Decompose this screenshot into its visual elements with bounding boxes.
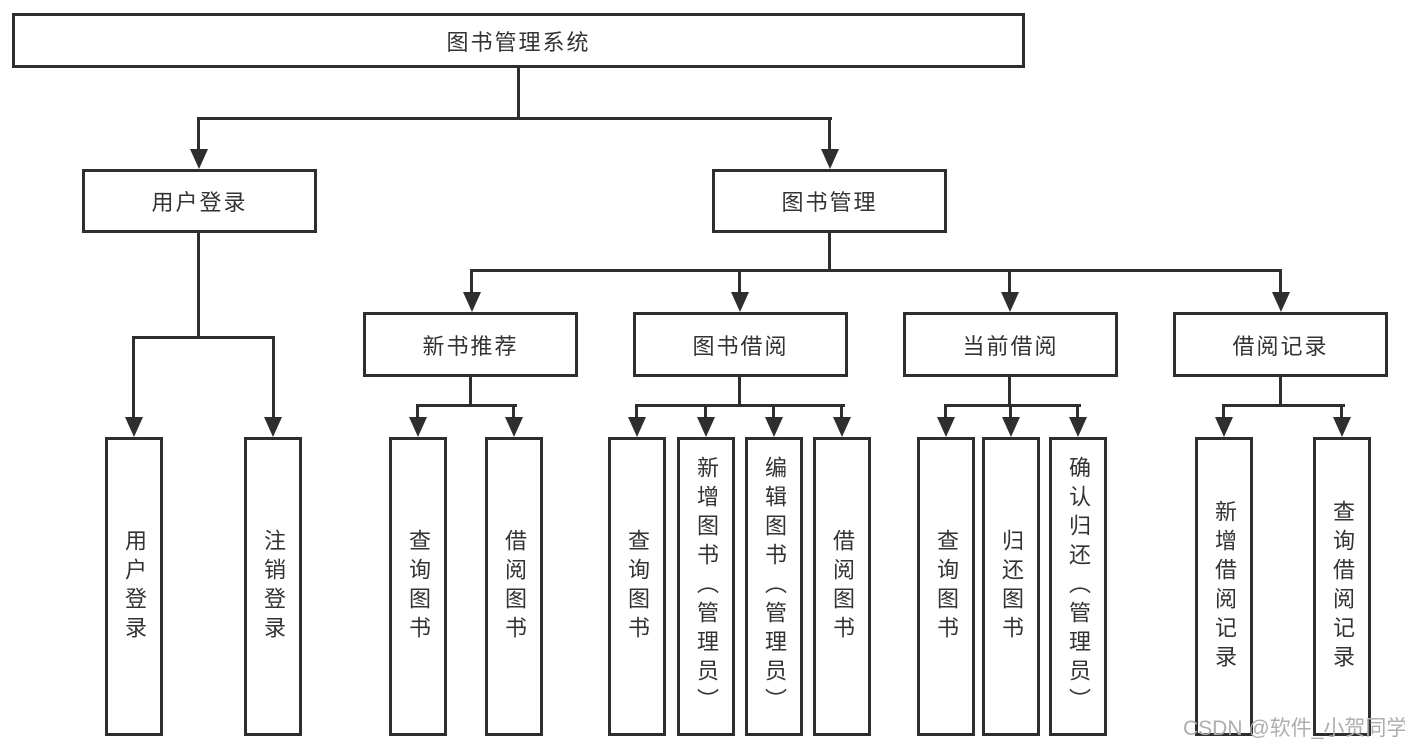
leaf-borrowing-borrow-books: 借阅图书 bbox=[813, 437, 871, 736]
connector-user-login-vline bbox=[197, 233, 200, 339]
arrow-down-icon bbox=[190, 149, 208, 169]
arrow-down-icon bbox=[1272, 292, 1290, 312]
connector-recommend-hline bbox=[416, 404, 517, 407]
connector-borrowing-vline bbox=[738, 377, 741, 407]
connector-book-mgmt-hline bbox=[470, 269, 1282, 272]
arrow-down-icon bbox=[505, 417, 523, 437]
connector-borrowing-hline bbox=[635, 404, 845, 407]
connector-records-stub-1 bbox=[1222, 404, 1225, 419]
leaf-borrowing-query-books: 查询图书 bbox=[608, 437, 666, 736]
leaf-current-query-books: 查询图书 bbox=[917, 437, 975, 736]
arrow-down-icon bbox=[125, 417, 143, 437]
csdn-watermark: CSDN @软件_小贺同学 bbox=[1183, 717, 1405, 740]
node-book-management: 图书管理 bbox=[712, 169, 947, 233]
connector-current-stub-3 bbox=[1076, 404, 1079, 419]
connector-recommend-vline bbox=[469, 377, 472, 407]
arrow-down-icon bbox=[409, 417, 427, 437]
arrow-down-icon bbox=[833, 417, 851, 437]
arrow-down-icon bbox=[821, 149, 839, 169]
node-borrowing-records: 借阅记录 bbox=[1173, 312, 1388, 377]
connector-user-login-hline bbox=[132, 336, 275, 339]
connector-current-hline bbox=[944, 404, 1081, 407]
connector-book-mgmt-vline bbox=[828, 233, 831, 272]
connector-user-login-stub-left bbox=[132, 336, 135, 417]
arrow-down-icon bbox=[765, 417, 783, 437]
connector-borrowing-stub-2 bbox=[704, 404, 707, 419]
connector-borrowing-stub-1 bbox=[635, 404, 638, 419]
arrow-down-icon bbox=[1215, 417, 1233, 437]
leaf-records-add-record: 新增借阅记录 bbox=[1195, 437, 1253, 736]
connector-borrowing-stub-3 bbox=[772, 404, 775, 419]
connector-records-hline bbox=[1222, 404, 1345, 407]
arrow-down-icon bbox=[731, 292, 749, 312]
arrow-down-icon bbox=[1002, 417, 1020, 437]
node-current-borrowing: 当前借阅 bbox=[903, 312, 1118, 377]
leaf-current-return-books: 归还图书 bbox=[982, 437, 1040, 736]
connector-root-stub-left bbox=[197, 117, 200, 149]
arrow-down-icon bbox=[264, 417, 282, 437]
leaf-logout: 注销登录 bbox=[244, 437, 302, 736]
arrow-down-icon bbox=[937, 417, 955, 437]
connector-borrowing-stub-4 bbox=[840, 404, 843, 419]
connector-book-mgmt-stub-2 bbox=[738, 269, 741, 294]
connector-current-stub-1 bbox=[944, 404, 947, 419]
leaf-records-query-record: 查询借阅记录 bbox=[1313, 437, 1371, 736]
arrow-down-icon bbox=[1001, 292, 1019, 312]
connector-book-mgmt-stub-3 bbox=[1008, 269, 1011, 294]
arrow-down-icon bbox=[697, 417, 715, 437]
connector-current-stub-2 bbox=[1009, 404, 1012, 419]
node-book-borrowing: 图书借阅 bbox=[633, 312, 848, 377]
connector-recommend-stub-1 bbox=[416, 404, 419, 419]
arrow-down-icon bbox=[1069, 417, 1087, 437]
arrow-down-icon bbox=[463, 292, 481, 312]
leaf-recommend-query-books: 查询图书 bbox=[389, 437, 447, 736]
node-new-book-recommend: 新书推荐 bbox=[363, 312, 578, 377]
leaf-borrowing-edit-books-admin: 编辑图书（管理员） bbox=[745, 437, 803, 736]
connector-records-stub-2 bbox=[1340, 404, 1343, 419]
node-root: 图书管理系统 bbox=[12, 13, 1025, 68]
connector-records-vline bbox=[1279, 377, 1282, 407]
arrow-down-icon bbox=[1333, 417, 1351, 437]
connector-book-mgmt-stub-1 bbox=[470, 269, 473, 294]
connector-current-vline bbox=[1008, 377, 1011, 407]
connector-book-mgmt-stub-4 bbox=[1279, 269, 1282, 294]
connector-recommend-stub-2 bbox=[512, 404, 515, 419]
connector-root-hline bbox=[197, 117, 832, 120]
leaf-recommend-borrow-books: 借阅图书 bbox=[485, 437, 543, 736]
connector-user-login-stub-right bbox=[272, 336, 275, 417]
connector-root-stub-right bbox=[828, 117, 831, 149]
leaf-borrowing-add-books-admin: 新增图书（管理员） bbox=[677, 437, 735, 736]
connector-root-vline bbox=[517, 66, 520, 120]
arrow-down-icon bbox=[628, 417, 646, 437]
leaf-user-login: 用户登录 bbox=[105, 437, 163, 736]
leaf-current-confirm-return-admin: 确认归还（管理员） bbox=[1049, 437, 1107, 736]
node-user-login: 用户登录 bbox=[82, 169, 317, 233]
